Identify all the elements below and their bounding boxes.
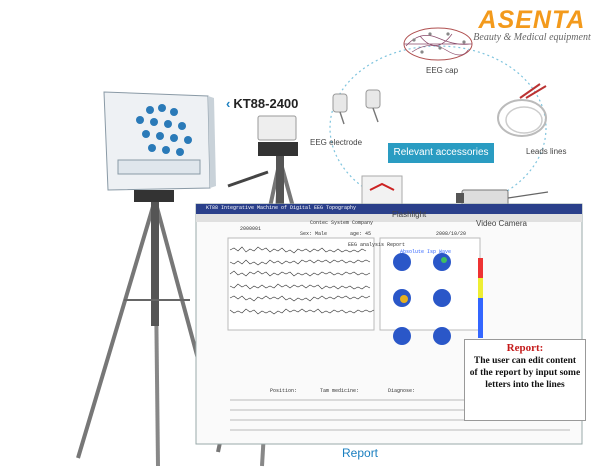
screen-age-label: age: 45 <box>350 231 372 237</box>
screen-company: Contec System Company <box>310 220 374 226</box>
report-note-body: The user can edit content of the report … <box>469 356 581 390</box>
screen-id-value: 2000001 <box>240 226 262 232</box>
screen-map-header: Absolute Isp Wave <box>400 249 452 255</box>
flashlight-image <box>361 175 403 207</box>
screen-window-title: KT88 Integrative Machine of Digital EEG … <box>206 205 357 211</box>
accessories-title: Relevant accessories <box>388 143 494 163</box>
screen-report-header: EEG analysis Report <box>348 242 406 248</box>
screen-footer-position: Position: <box>270 388 298 394</box>
eeg-cap-image <box>403 27 473 61</box>
accessories-cycle <box>329 45 547 211</box>
report-note-title: Report: <box>506 342 544 354</box>
label-eeg-electrode: EEG electrode <box>310 138 363 147</box>
screen-footer-medicine: Tam medicine: <box>320 388 360 394</box>
screen-sex-label: Sex: Male <box>300 231 328 237</box>
eeg-amplifier-box <box>103 91 216 191</box>
label-leads-lines: Leads lines <box>526 147 567 156</box>
brand-logo: ASENTA Beauty & Medical equipment <box>468 6 596 43</box>
model-name: KT88-2400 <box>233 96 299 111</box>
label-flashlight: Flashlight <box>392 210 427 219</box>
leads-lines-image <box>497 83 547 137</box>
brand-name: ASENTA <box>478 6 586 34</box>
screen-date-value: 2008/10/20 <box>436 231 467 237</box>
model-label: ‹KT88-2400 <box>226 96 298 111</box>
brand-tagline: Beauty & Medical equipment <box>473 32 591 43</box>
chevron-left-icon: ‹ <box>226 96 231 111</box>
report-note: Report: The user can edit content of the… <box>464 339 586 421</box>
report-caption: Report <box>342 446 379 460</box>
label-eeg-cap: EEG cap <box>426 66 459 75</box>
screen-footer-diagnose: Diagnose: <box>388 388 416 394</box>
eeg-amplifier-tripod <box>76 190 216 467</box>
label-video-camera: Video Camera <box>476 219 527 228</box>
eeg-electrode-image <box>332 89 381 125</box>
